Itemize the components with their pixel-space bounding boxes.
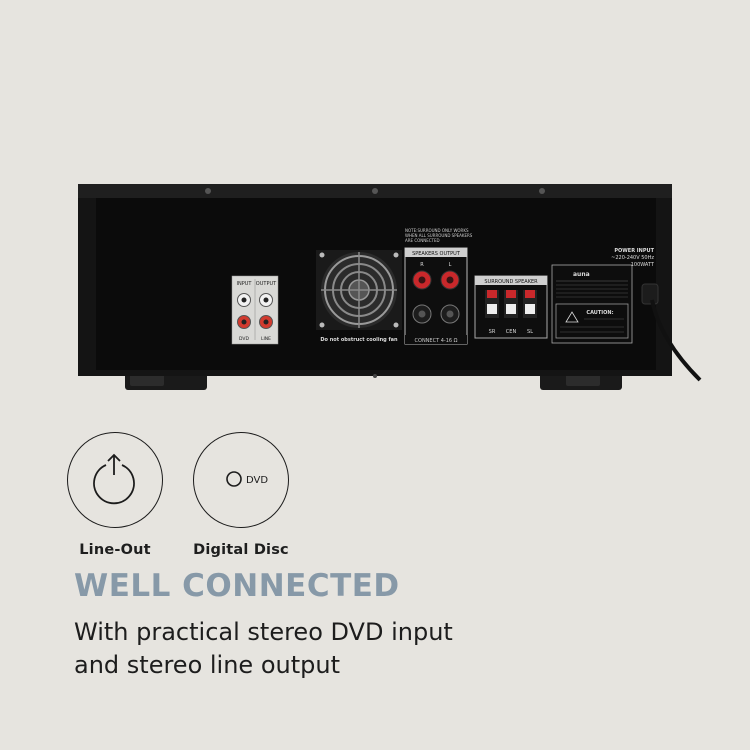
amplifier-rear-panel: INPUT OUTPUT DVD LINE	[78, 184, 702, 390]
speaker-note-2: WHEN ALL SURROUND SPEAKERS	[405, 233, 473, 238]
feature-digital-disc: DVD Digital Disc	[176, 432, 306, 558]
fan-note: Do not obstruct cooling fan	[320, 337, 398, 343]
surround-label: SURROUND SPEAKER	[484, 279, 538, 285]
subtext-line-1: With practical stereo DVD input	[74, 618, 453, 646]
line-out-icon	[67, 432, 163, 528]
dvd-icon-text: DVD	[246, 475, 268, 486]
svg-text:R: R	[420, 262, 424, 268]
caution-label: CAUTION:	[586, 310, 613, 316]
power-input-label: POWER INPUT	[614, 248, 654, 254]
feature-line-out: Line-Out	[50, 432, 180, 558]
headline: WELL CONNECTED	[74, 568, 400, 604]
input-label: INPUT	[237, 281, 253, 287]
amplifier-image: INPUT OUTPUT DVD LINE	[78, 184, 702, 390]
svg-text:SL: SL	[527, 329, 533, 335]
rating-label: auna CAUTION:	[551, 264, 633, 344]
rca-jack-panel: INPUT OUTPUT DVD LINE	[231, 275, 279, 345]
dvd-disc-icon: DVD	[193, 432, 289, 528]
feature-label-digital-disc: Digital Disc	[193, 542, 289, 558]
svg-text:CEN: CEN	[506, 329, 517, 335]
subtext-line-2: and stereo line output	[74, 651, 340, 679]
speakers-output-label: SPEAKERS OUTPUT	[412, 251, 461, 257]
power-cable	[650, 299, 702, 382]
connect-label: CONNECT 4-16 Ω	[415, 338, 458, 344]
speakers-output-panel: NOTE:SURROUND ONLY WORKS WHEN ALL SURROU…	[404, 228, 473, 345]
line-label: LINE	[261, 336, 271, 342]
svg-text:L: L	[449, 262, 452, 268]
speaker-note-1: NOTE:SURROUND ONLY WORKS	[405, 228, 469, 233]
dvd-label: DVD	[239, 336, 249, 342]
output-label: OUTPUT	[256, 281, 277, 287]
wattage-label: 100WATT	[631, 262, 655, 268]
speaker-note-3: ARE CONNECTED	[405, 238, 440, 243]
cooling-fan: Do not obstruct cooling fan	[316, 250, 402, 343]
brand-label: auna	[573, 271, 590, 278]
power-input: POWER INPUT ~220-240V 50Hz 100WATT	[611, 248, 702, 382]
surround-speaker-panel: SURROUND SPEAKER SR CEN SL	[474, 275, 548, 339]
subtext: With practical stereo DVD input and ster…	[74, 616, 634, 682]
voltage-label: ~220-240V 50Hz	[611, 255, 654, 261]
feature-label-line-out: Line-Out	[79, 542, 151, 558]
svg-text:SR: SR	[489, 329, 496, 335]
